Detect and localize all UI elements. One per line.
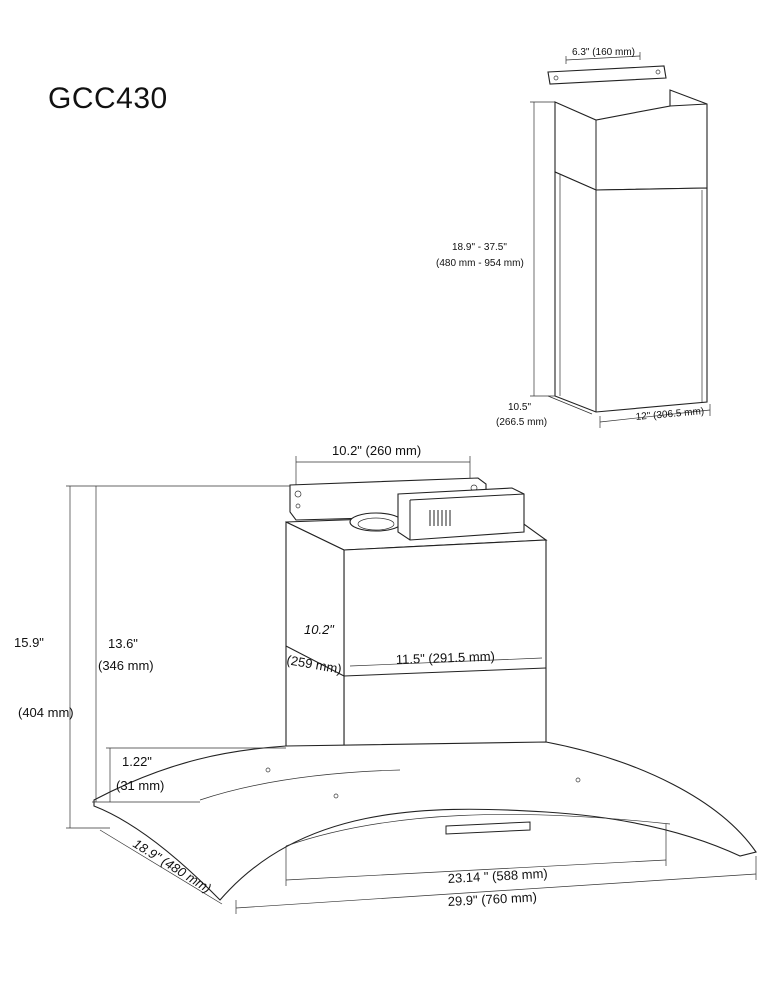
top-width-label: 10.2" (260 mm) xyxy=(332,443,421,458)
total-width-dim-line xyxy=(235,873,757,909)
motor-box xyxy=(397,487,525,541)
glass-canopy xyxy=(93,741,757,901)
bracket-hole-right xyxy=(655,69,661,75)
bracket-dim-line xyxy=(565,55,641,61)
chimney-drawing: 6.3" (160 mm) 18.9" - 37.5" (480 mm - 95… xyxy=(436,47,711,428)
chimney-height-mm-label: (480 mm - 954 mm) xyxy=(436,258,524,269)
bracket-width-label: 6.3" (160 mm) xyxy=(572,47,635,58)
body-width-dim-line xyxy=(349,657,543,667)
duct-collar xyxy=(349,512,403,532)
body-side-face xyxy=(285,521,345,783)
body-width-label: 11.5" (291.5 mm) xyxy=(396,649,495,667)
inner-width-dim-line xyxy=(285,859,667,881)
chimney-bracket xyxy=(547,65,667,85)
glass-height-in-label: 1.22" xyxy=(122,754,152,769)
body-height-mm-label: (346 mm) xyxy=(98,658,154,673)
total-height-mm-label: (404 mm) xyxy=(18,705,74,720)
control-panel xyxy=(445,821,531,835)
body-height-in-label: 13.6" xyxy=(108,636,138,651)
body-depth-in-label: 10.2" xyxy=(304,622,335,637)
glass-inner-edge xyxy=(285,814,671,847)
bracket-hole-left xyxy=(553,75,559,81)
chimney-height-in-label: 18.9" - 37.5" xyxy=(452,242,507,253)
total-width-label: 29.9" (760 mm) xyxy=(447,889,537,909)
chimney-depth-in-label: 10.5" xyxy=(508,402,531,413)
body-seam xyxy=(343,667,547,677)
chimney-depth-mm-label: (266.5 mm) xyxy=(496,417,547,428)
total-height-in-label: 15.9" xyxy=(14,635,44,650)
model-title: GCC430 xyxy=(48,82,168,115)
chimney-lower-section xyxy=(554,171,708,413)
hood-drawing: 10.2" (260 mm) xyxy=(14,443,757,914)
glass-height-mm-label: (31 mm) xyxy=(116,778,164,793)
glass-depth-dim-line xyxy=(99,829,223,905)
motor-vent-slots xyxy=(429,510,451,526)
inner-width-label: 23.14 " (588 mm) xyxy=(447,866,548,886)
chimney-width-label: 12" (306.5 mm) xyxy=(635,406,704,423)
chimney-width-dim-line xyxy=(599,409,711,423)
